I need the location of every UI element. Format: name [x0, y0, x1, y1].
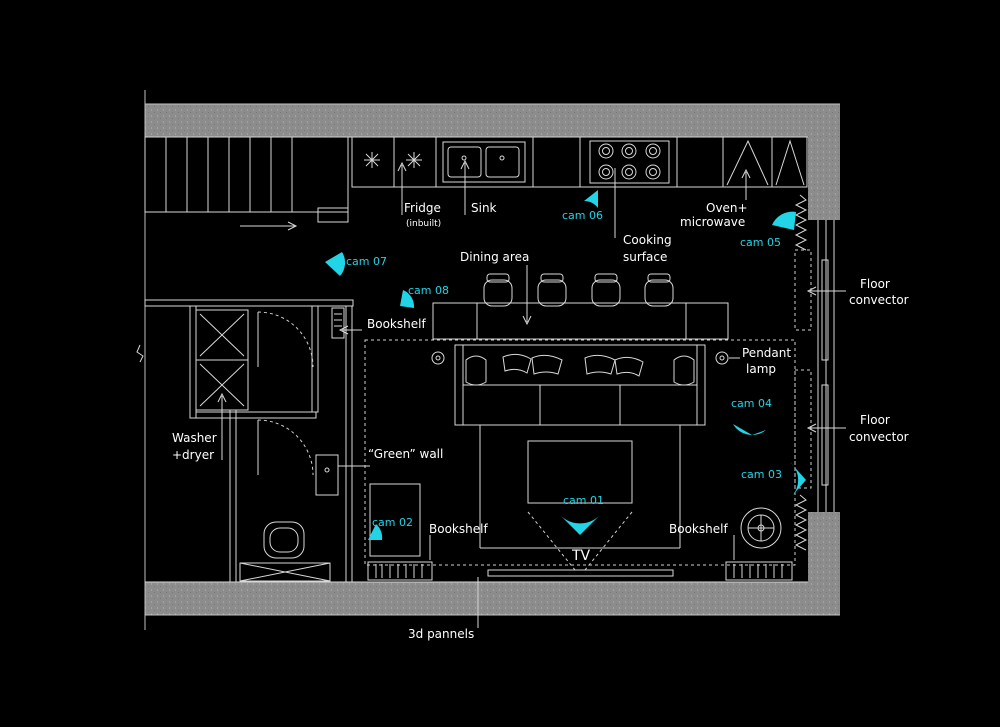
snowflake-icon	[364, 152, 422, 168]
label-floor-convector: Floor	[860, 413, 890, 427]
oven-icon	[726, 139, 805, 186]
bar-stool	[537, 273, 567, 307]
label-oven: Oven+	[706, 201, 748, 215]
camera-cam08-icon	[400, 290, 415, 308]
exterior-walls	[144, 90, 840, 630]
label-dining-area: Dining area	[460, 250, 529, 264]
bar-stool	[644, 273, 674, 307]
labels: Fridge (inbuilt) Sink Oven+ microwave Co…	[172, 201, 909, 641]
label-bookshelf-top: Bookshelf	[367, 317, 426, 331]
camera-label: cam 06	[562, 209, 603, 222]
label-bookshelf-left: Bookshelf	[429, 522, 488, 536]
bookshelf-left	[367, 535, 433, 581]
label-floor-convector: convector	[849, 430, 909, 444]
camera-cam05-icon	[772, 211, 796, 230]
label-cooking: surface	[623, 250, 667, 264]
bookshelf-right	[725, 535, 793, 581]
camera-cam04-icon	[733, 424, 766, 435]
bar-stool	[483, 273, 513, 307]
staircase	[136, 136, 349, 363]
camera-labels: cam 01 cam 02 cam 03 cam 04 cam 05 cam 0…	[346, 209, 782, 529]
cushions	[465, 353, 695, 386]
camera-cam01-icon	[561, 516, 599, 535]
living-area	[364, 339, 796, 628]
camera-label: cam 01	[563, 494, 604, 507]
camera-label: cam 08	[408, 284, 449, 297]
window-wall	[794, 194, 846, 551]
label-3d-panels: 3d pannels	[408, 627, 474, 641]
sink-icon	[442, 141, 526, 183]
camera-label: cam 02	[372, 516, 413, 529]
label-washer: +dryer	[172, 448, 214, 462]
camera-cam07-icon	[325, 252, 346, 276]
camera-label: cam 07	[346, 255, 387, 268]
label-tv: TV	[571, 548, 591, 564]
cooktop-icon	[589, 140, 670, 184]
bar-stool	[591, 273, 621, 307]
label-cooking: Cooking	[623, 233, 672, 247]
dining-area	[432, 265, 729, 340]
camera-label: cam 05	[740, 236, 781, 249]
label-fridge: Fridge	[404, 201, 441, 215]
label-bookshelf-right: Bookshelf	[669, 522, 728, 536]
label-fridge-note: (inbuilt)	[406, 219, 441, 229]
camera-cam06-icon	[584, 190, 598, 208]
label-sink: Sink	[471, 201, 497, 215]
camera-cam03-icon	[790, 462, 806, 496]
camera-label: cam 03	[741, 468, 782, 481]
label-green-wall: “Green” wall	[368, 447, 443, 461]
label-pendant-lamp: lamp	[746, 362, 776, 376]
camera-cam02-icon	[368, 524, 383, 540]
kitchen-counter	[351, 136, 808, 238]
camera-markers	[325, 190, 806, 540]
label-oven: microwave	[680, 215, 745, 229]
label-washer: Washer	[172, 431, 217, 445]
camera-label: cam 04	[731, 397, 772, 410]
utility-rooms	[144, 299, 421, 583]
label-pendant-lamp: Pendant	[742, 346, 791, 360]
label-floor-convector: Floor	[860, 277, 890, 291]
label-floor-convector: convector	[849, 293, 909, 307]
